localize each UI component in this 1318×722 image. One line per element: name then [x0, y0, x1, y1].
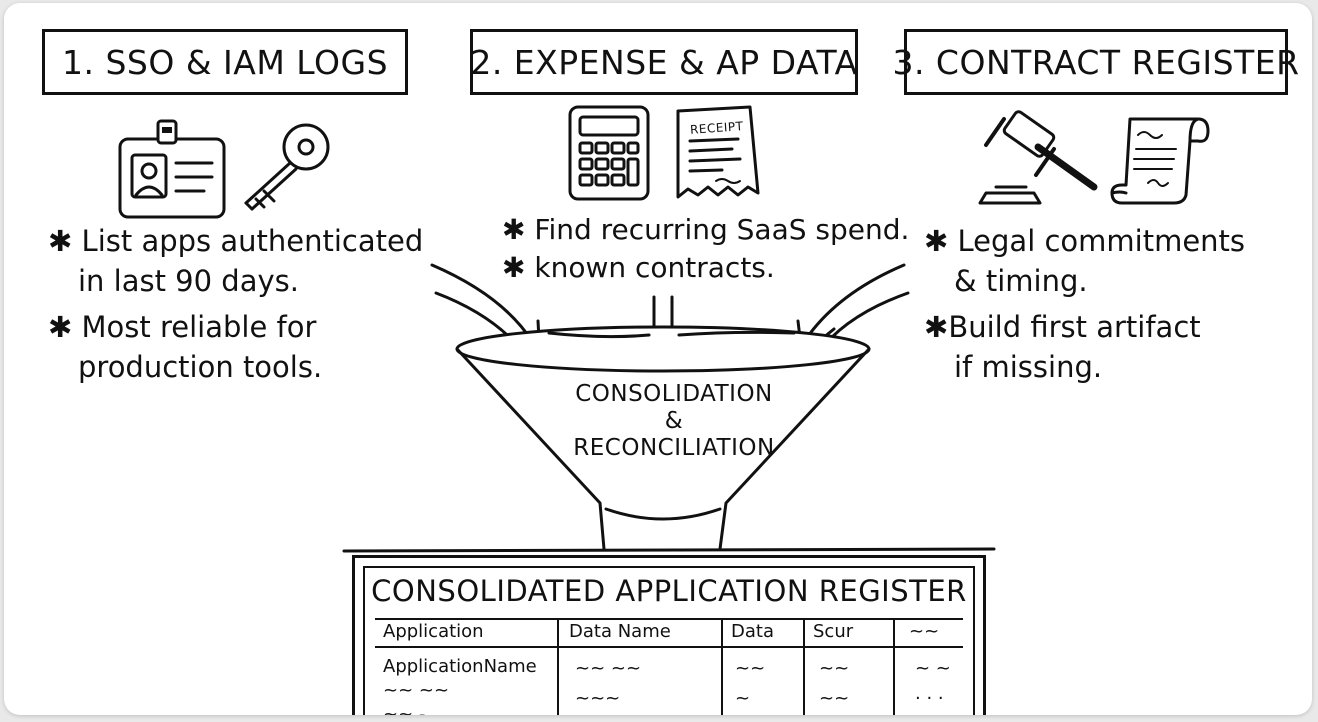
table-cell: ~~ -	[383, 704, 426, 715]
note-line: Build first artifact	[948, 310, 1201, 344]
column-header: Data Name	[569, 621, 671, 642]
table-header-rule	[375, 646, 963, 648]
table-cell: ~~	[819, 658, 850, 679]
funnel-label-line: &	[664, 408, 684, 434]
id-badge-icon	[118, 119, 226, 219]
note-line: known contracts.	[534, 251, 775, 284]
register-sheet: CONSOLIDATED APPLICATION REGISTER Applic…	[363, 566, 975, 715]
expense-notes: ✱ Find recurring SaaS spend. ✱ known con…	[502, 211, 909, 287]
funnel-shape	[455, 325, 871, 551]
register-title: CONSOLIDATED APPLICATION REGISTER	[371, 574, 967, 608]
calculator-icon	[568, 105, 650, 201]
source-sso-title: 1. SSO & IAM LOGS	[42, 29, 408, 95]
column-divider	[721, 618, 723, 715]
table-cell: ~~	[819, 688, 850, 709]
table-top-rule	[375, 618, 963, 620]
table-cell: ~~	[735, 658, 766, 679]
note-item: ✱ List apps authenticated in last 90 day…	[48, 221, 423, 301]
table-cell: ~~ ~~	[575, 658, 642, 679]
source-contract-title: 3. CONTRACT REGISTER	[892, 29, 1299, 95]
bullet-icon: ✱	[502, 251, 526, 284]
funnel-label: CONSOLIDATION & RECONCILIATION	[524, 381, 824, 462]
column-divider	[557, 618, 559, 715]
funnel-label-line: RECONCILIATION	[573, 435, 775, 461]
note-line: Most reliable for	[81, 310, 317, 344]
note-line: in last 90 days.	[78, 264, 299, 298]
note-item: ✱ Most reliable for production tools.	[48, 307, 423, 387]
table-cell: · · ·	[915, 688, 944, 709]
gavel-icon	[978, 110, 1098, 205]
diagram-art	[118, 105, 1210, 553]
bullet-icon: ✱	[502, 213, 526, 246]
note-line: if missing.	[954, 350, 1103, 384]
table-cell: ~~~	[575, 688, 621, 709]
table-cell: ~~ ~~	[383, 680, 450, 701]
column-header: Scur	[813, 621, 854, 642]
note-line: List apps authenticated	[81, 224, 424, 258]
note-line: Legal commitments	[957, 224, 1246, 258]
note-line: production tools.	[78, 350, 323, 384]
table-cell: ~	[735, 688, 751, 709]
contract-notes: ✱ Legal commitments & timing. ✱Build fir…	[924, 221, 1245, 393]
source-expense-title: 2. EXPENSE & AP DATA	[470, 29, 858, 95]
bullet-icon: ✱	[48, 310, 73, 344]
note-line: & timing.	[954, 264, 1088, 298]
table-cell: ApplicationName	[383, 656, 537, 677]
bullet-icon: ✱	[48, 224, 73, 258]
bullet-icon: ✱	[924, 310, 949, 344]
column-header: Data	[731, 621, 774, 642]
column-divider	[803, 618, 805, 715]
column-divider	[893, 618, 895, 715]
register-table: Application Data Name Data Scur ~~ Appli…	[375, 618, 963, 715]
note-item: ✱ Legal commitments & timing.	[924, 221, 1245, 301]
diagram-canvas: 1. SSO & IAM LOGS 2. EXPENSE & AP DATA 3…	[4, 3, 1312, 715]
table-cell: ~ ~	[915, 658, 951, 679]
column-header: ~~	[909, 621, 940, 642]
receipt-icon	[676, 105, 760, 199]
consolidated-register: CONSOLIDATED APPLICATION REGISTER Applic…	[352, 555, 986, 715]
key-icon	[244, 123, 330, 211]
column-header: Application	[383, 621, 484, 642]
note-item: ✱Build first artifact if missing.	[924, 307, 1245, 387]
bullet-icon: ✱	[924, 224, 949, 258]
sso-notes: ✱ List apps authenticated in last 90 day…	[48, 221, 423, 393]
scroll-icon	[1110, 117, 1210, 205]
note-line: Find recurring SaaS spend.	[534, 213, 910, 246]
funnel-label-line: CONSOLIDATION	[575, 381, 773, 407]
register-back-edge	[342, 547, 996, 553]
